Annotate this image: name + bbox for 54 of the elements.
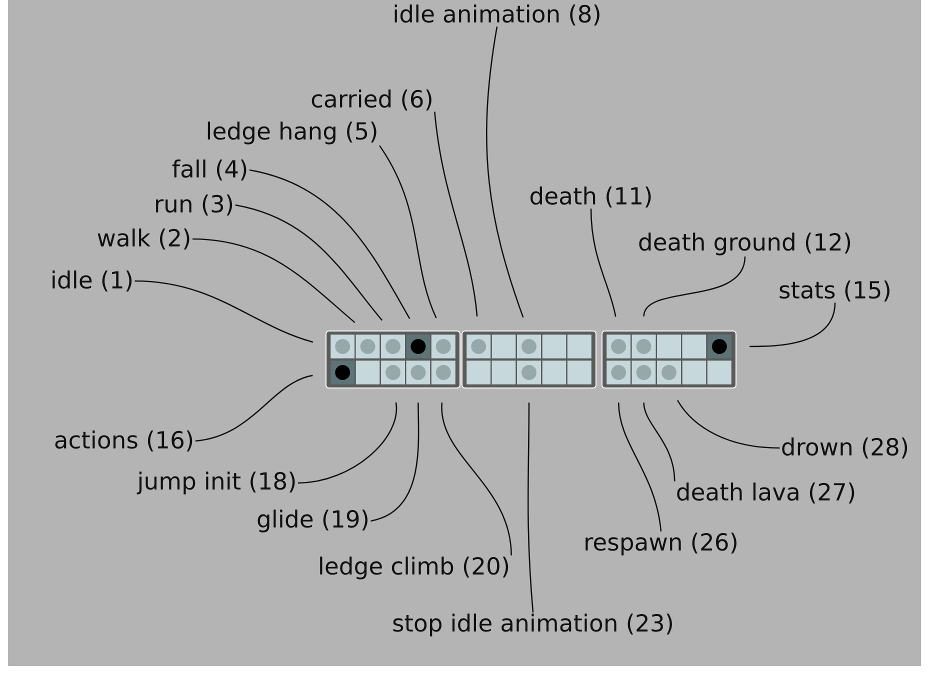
grid-cell: [605, 359, 632, 386]
grid-cell: [605, 333, 632, 360]
leader-line: [370, 402, 420, 522]
leader-line: [676, 400, 780, 449]
callout-label: stats (15): [780, 280, 890, 302]
leader-line: [643, 402, 676, 482]
grid-cell: [465, 333, 492, 360]
leader-line: [434, 112, 478, 317]
callout-label: glide (19): [258, 510, 368, 532]
leader-line: [378, 145, 437, 318]
leader-line: [643, 256, 746, 317]
leader-line: [298, 402, 398, 484]
callout-label: idle (1): [52, 270, 132, 292]
callout-label: jump init (18): [136, 472, 295, 494]
leader-line: [486, 26, 524, 318]
leader-line: [134, 280, 314, 343]
grid-cell: [329, 359, 356, 386]
grid-cell: [405, 359, 432, 386]
grid-cell: [656, 359, 682, 386]
leader-line: [249, 169, 410, 319]
callout-label: death (11): [530, 186, 651, 208]
leader-line: [195, 374, 313, 442]
leader-line: [527, 402, 534, 612]
callout-label: run (3): [156, 194, 232, 216]
leader-line: [192, 238, 356, 323]
callout-label: actions (16): [55, 430, 192, 452]
leader-line: [235, 204, 383, 321]
grid-cell: [430, 333, 457, 360]
callout-label: respawn (26): [586, 532, 736, 556]
grid-cell: [630, 359, 657, 386]
grid-cell: [380, 359, 406, 386]
leader-line: [441, 402, 512, 556]
callout-label: ledge climb (20): [320, 556, 508, 580]
grid-cell: [516, 333, 542, 360]
grid-cell: [630, 333, 657, 360]
callout-label: idle animation (8): [394, 4, 600, 26]
callout-label: death lava (27): [677, 482, 854, 504]
callout-label: ledge hang (5): [208, 122, 376, 144]
grid-cell: [706, 333, 733, 360]
grid-cell: [430, 359, 457, 386]
callout-label: carried (6): [312, 90, 432, 110]
grid-cell: [516, 359, 542, 386]
callout-label: fall (4): [172, 160, 246, 180]
grid-cell: [405, 333, 432, 360]
callout-label: drown (28): [782, 438, 908, 458]
callout-label: walk (2): [98, 228, 190, 250]
leader-line: [590, 208, 616, 317]
callout-label: stop idle animation (23): [393, 614, 672, 636]
grid-cell: [329, 333, 356, 360]
leader-line: [750, 302, 836, 348]
leader-line: [618, 402, 662, 532]
grid-cell: [354, 333, 381, 360]
grid-cell: [380, 333, 406, 360]
callout-label: death ground (12): [639, 232, 850, 256]
